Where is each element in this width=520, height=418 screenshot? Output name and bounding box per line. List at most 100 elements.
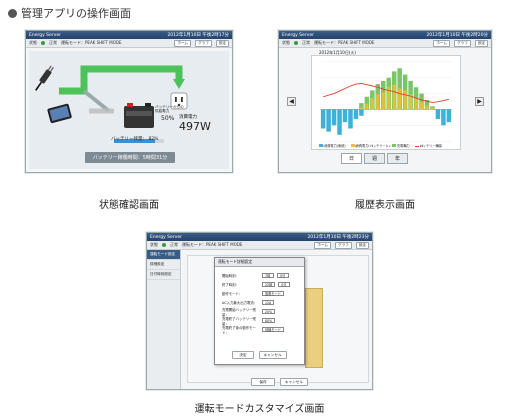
prev-day-button[interactable]: ◀: [287, 97, 296, 106]
tab-year[interactable]: 年: [387, 153, 409, 164]
bar-grid: [342, 109, 348, 123]
field-select[interactable]: 0分: [278, 282, 291, 287]
dialog-title: 運転モード詳細設定: [215, 258, 304, 267]
next-day-button[interactable]: ▶: [475, 97, 484, 106]
status-label: 状態: [150, 242, 158, 247]
field-select[interactable]: 待機モード: [262, 327, 284, 332]
chart-title: 2012年1月10日(火): [319, 50, 356, 55]
tab-week[interactable]: 週: [364, 153, 386, 164]
ac-plug-icon: [35, 65, 54, 91]
bar-battery: [398, 88, 402, 110]
x-tick-label: 18: [420, 144, 424, 148]
bar-battery: [419, 101, 424, 110]
field-label: 充電終了後の動作モード：: [222, 325, 256, 335]
dialog-field-row: 充電終了後の動作モード： 待機モード: [215, 325, 304, 335]
settings-button[interactable]: 設定: [474, 39, 488, 47]
home-button[interactable]: ホーム: [314, 241, 332, 249]
bar-battery: [409, 94, 413, 110]
sidebar-item-mode[interactable]: 運転モード設定: [147, 250, 180, 260]
bar-grid: [337, 109, 342, 135]
x-tick-label: 12: [387, 144, 391, 148]
bar-battery: [403, 90, 407, 110]
status-bar: 状態 正常 運転モード：PEAK SHIFT MODE ホーム グラフ 設定: [147, 241, 372, 250]
ok-button[interactable]: 決定: [232, 351, 254, 359]
title-bar: Energy Server 2012年1月10日 午後2時20分: [279, 31, 491, 39]
field-select[interactable]: 放電モード: [262, 291, 284, 296]
battery-label: バッテリー残量：: [111, 137, 147, 142]
status-screen: Energy Server 2012年1月10日 午後2時17分 状態 正常 運…: [25, 30, 233, 173]
mode-label: 運転モード：PEAK SHIFT MODE: [314, 40, 375, 45]
field-label: 動作モード：: [222, 292, 243, 296]
battery-icon: [124, 103, 154, 128]
bar-battery: [359, 107, 363, 110]
tab-day[interactable]: 日: [341, 153, 363, 164]
save-button[interactable]: 保存: [251, 378, 275, 386]
x-tick-label: 9: [371, 144, 373, 148]
battery-level-bar: [114, 139, 155, 143]
settings-button[interactable]: 設定: [355, 241, 369, 249]
power-flow-arrow: [59, 65, 183, 95]
outlet-icon: [170, 92, 188, 110]
legend-item: バッテリー残量: [414, 143, 442, 148]
bar-battery: [370, 98, 374, 110]
status-label: 状態: [282, 40, 290, 45]
status-ok-icon: [294, 41, 298, 45]
mode-screen: Energy Server 2012年1月10日 午後2時23分 状態 正常 運…: [146, 232, 373, 390]
status-label: 状態: [29, 40, 37, 45]
line-battery-level: [323, 82, 449, 103]
datetime: 2012年1月10日 午後2時17分: [167, 33, 229, 38]
graph-button[interactable]: グラフ: [195, 39, 212, 47]
bar-grid: [320, 109, 326, 129]
settings-button[interactable]: 設定: [215, 39, 229, 47]
bar-grid: [446, 109, 452, 123]
graph-button[interactable]: グラフ: [335, 241, 352, 249]
bar-grid: [326, 109, 331, 132]
dialog-field-row: 充電終了バッテリー残量：80%: [215, 316, 304, 326]
field-select[interactable]: 22時: [262, 282, 276, 287]
x-tick-label: 15: [403, 144, 407, 148]
bar-grid: [348, 109, 353, 129]
x-tick-label: 3: [339, 144, 341, 148]
status-bar: 状態 正常 運転モード：PEAK SHIFT MODE ホーム グラフ 設定: [279, 39, 491, 48]
graph-button[interactable]: グラフ: [454, 39, 471, 47]
history-screen: Energy Server 2012年1月10日 午後2時20分 状態 正常 運…: [278, 30, 492, 173]
status-value: 正常: [302, 40, 310, 45]
datetime: 2012年1月10日 午後2時23分: [307, 235, 369, 240]
mode-label: 運転モード：PEAK SHIFT MODE: [61, 40, 122, 45]
inverter-label: バッテリーからの供給電力: [155, 105, 184, 113]
consumption-value: 497W: [179, 120, 211, 133]
duration-value: 5時間31分: [142, 155, 168, 161]
legend-item: 消費電力(系統): [319, 143, 346, 148]
settings-sidebar: 運転モード設定 詳細設定 日付時刻設定: [147, 250, 181, 389]
field-select[interactable]: 12A: [262, 300, 275, 305]
back-button[interactable]: キャンセル: [280, 378, 308, 386]
consumption-label: 消費電力: [179, 115, 197, 120]
sidebar-item-datetime[interactable]: 日付時刻設定: [147, 270, 180, 280]
cancel-button[interactable]: キャンセル: [258, 351, 287, 359]
dialog-field-row: AC入力最大出力電流：12A: [215, 298, 304, 307]
status-ok-icon: [162, 243, 166, 247]
field-select[interactable]: 20%: [262, 309, 276, 314]
flow-panel: バッテリーからの供給電力 50% 消費電力 497W バッテリー残量： 82% …: [29, 51, 229, 169]
title-bar: Energy Server 2012年1月10日 午後2時23分: [147, 233, 372, 241]
field-select[interactable]: 0分: [277, 273, 289, 278]
app-title: Energy Server: [282, 32, 314, 38]
bullet-icon: [8, 8, 17, 18]
battery-remaining: バッテリー残量： 82%: [111, 136, 158, 142]
bar-charge: [419, 93, 424, 110]
field-select[interactable]: 80%: [262, 318, 276, 323]
field-label: 開始時刻：: [222, 274, 239, 278]
period-tabs: 日 週 年: [341, 153, 409, 164]
title-bar: Energy Server 2012年1月10日 午後2時17分: [26, 31, 232, 39]
bar-charge: [364, 96, 370, 110]
home-button[interactable]: ホーム: [174, 39, 192, 47]
status-value: 正常: [170, 242, 178, 247]
x-tick-label: 0: [322, 144, 324, 148]
field-select[interactable]: 7時: [262, 273, 274, 278]
sidebar-item-detail[interactable]: 詳細設定: [147, 260, 180, 270]
bar-battery: [381, 92, 385, 110]
home-button[interactable]: ホーム: [433, 39, 451, 47]
status-caption: 状態確認画面: [99, 200, 159, 211]
